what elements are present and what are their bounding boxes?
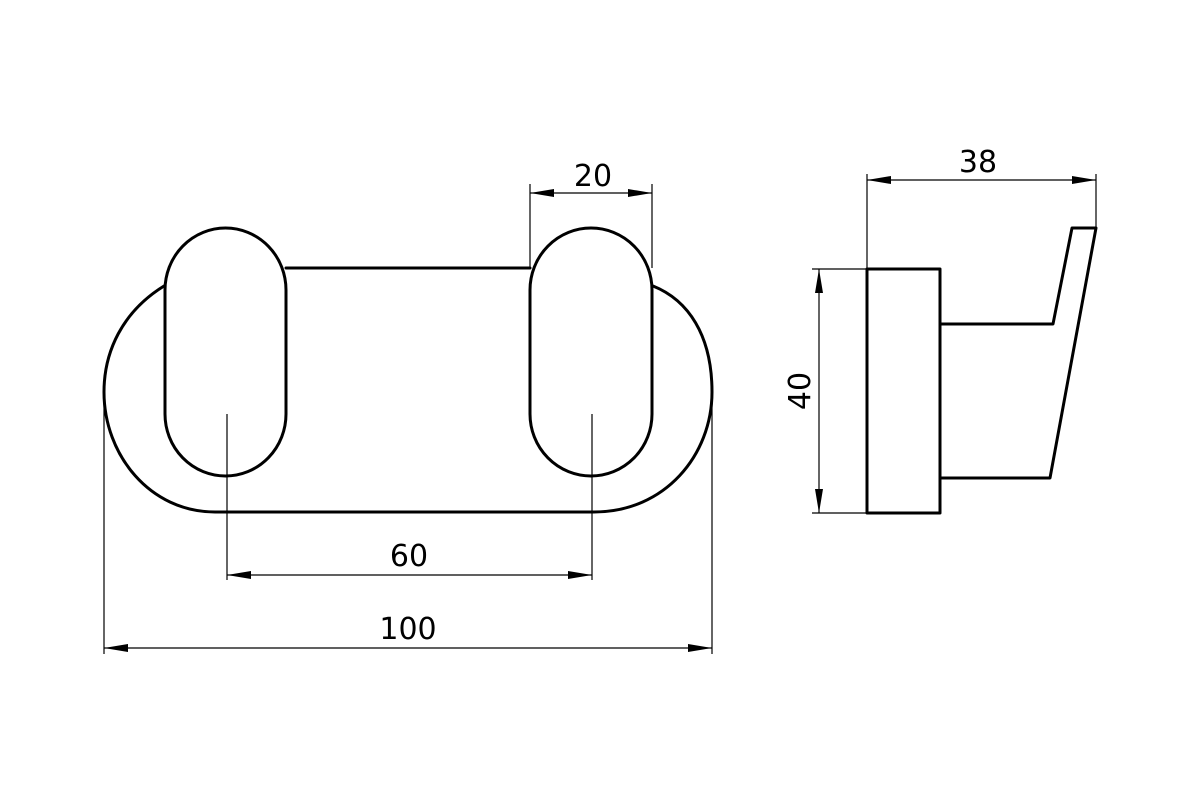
dimension-height: 40 [783, 268, 867, 514]
dimension-overall-width: 100 [103, 392, 713, 654]
right-hook [528, 226, 654, 478]
dim-label-100: 100 [379, 612, 436, 647]
dim-label-60: 60 [390, 539, 428, 574]
dim-label-40: 40 [783, 372, 818, 410]
dimension-hook-spacing: 60 [226, 414, 593, 580]
base-plate-outline [102, 284, 714, 514]
side-view: 38 40 [783, 145, 1098, 515]
dim-label-20: 20 [574, 159, 612, 194]
side-wall-plate [865, 267, 942, 515]
front-view: 20 60 100 [102, 159, 714, 654]
side-hook-profile [938, 226, 1098, 480]
left-hook [163, 226, 288, 478]
dimension-hook-width: 20 [529, 159, 653, 268]
dimension-depth: 38 [866, 145, 1097, 269]
dim-label-38: 38 [959, 145, 997, 180]
